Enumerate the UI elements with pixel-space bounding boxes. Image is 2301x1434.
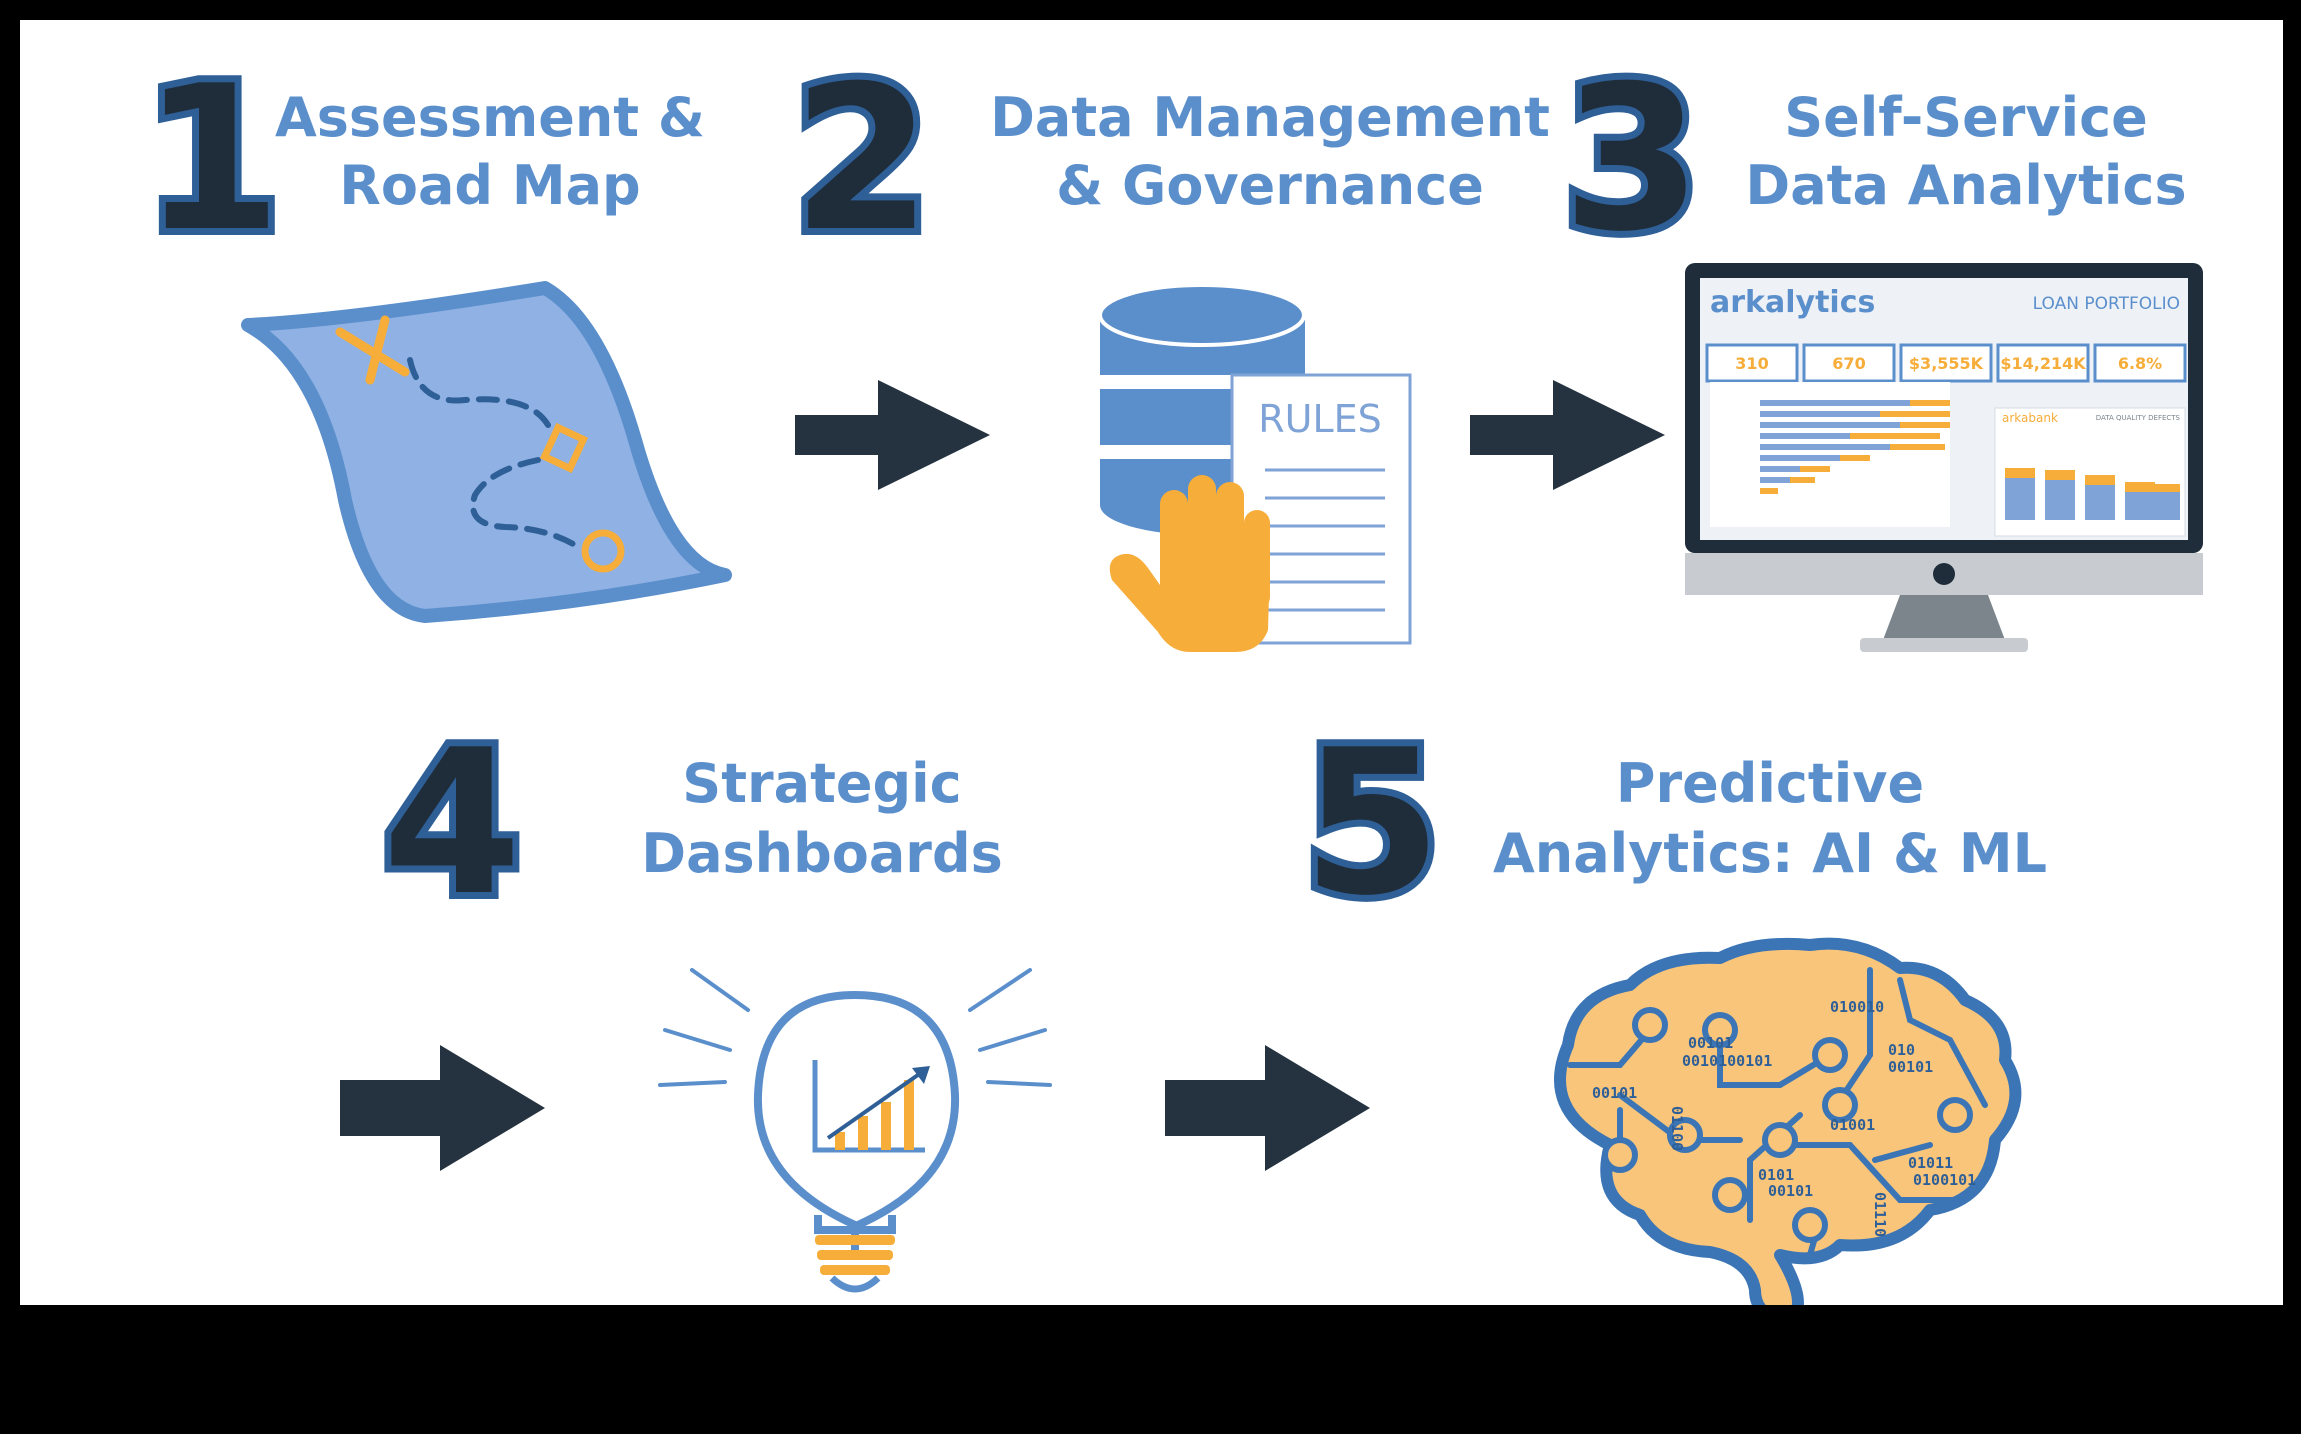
brain-code: 00101 (1688, 1034, 1733, 1052)
dashboard-bar-chart (1760, 400, 1950, 494)
dashboard-brand: arkalytics (1710, 285, 1875, 320)
step-5-title-line1: Predictive (1616, 752, 1924, 815)
brain-code: 00101 (1592, 1084, 1637, 1102)
kpi-value: $14,214K (2000, 354, 2086, 373)
brain-code: 010010 (1830, 998, 1884, 1016)
step-1-title-line1: Assessment & (275, 86, 705, 149)
step-4-number: 4 (382, 707, 521, 940)
brain-code: 01001 (1830, 1116, 1875, 1134)
step-4: 4 Strategic Dashboards (375, 700, 1002, 947)
arrow-right-icon (795, 380, 990, 490)
kpi-value: $3,555K (1909, 354, 1984, 373)
step-4-title-line1: Strategic (682, 752, 961, 815)
arrow-right-icon (1470, 380, 1665, 490)
kpi-value: 6.8% (2118, 354, 2162, 373)
inset-title: DATA QUALITY DEFECTS (2096, 414, 2181, 422)
kpi-value: 310 (1735, 354, 1768, 373)
infographic-panel: 1 Assessment & Road Map 2 Data Managemen… (20, 20, 2283, 1305)
kpi-tile (1802, 343, 1896, 383)
growth-chart-icon (812, 1060, 930, 1153)
brain-code: 00101 (1768, 1182, 1813, 1200)
step-5-title-line2: Analytics: AI & ML (1493, 822, 2047, 885)
step-3-number: 3 (1562, 43, 1701, 276)
step-5: 5 Predictive Analytics: AI & ML (1295, 700, 2047, 947)
arrow-right-icon (1165, 1045, 1370, 1171)
kpi-tile (2093, 343, 2187, 383)
step-5-number: 5 (1302, 707, 1441, 940)
step-2-number: 2 (792, 43, 931, 276)
database-rules-icon: RULES (1098, 283, 1412, 652)
brain-code: 0101 (1758, 1166, 1794, 1184)
step-2: 2 Data Management & Governance (785, 36, 1550, 283)
arrow-right-icon (340, 1045, 545, 1171)
inset-brand: arkabank (2002, 411, 2058, 425)
kpi-row: 310 670 $3,555K $14,214K 6.8% (1705, 343, 2187, 383)
step-1-title-line2: Road Map (339, 154, 640, 217)
step-1-number: 1 (142, 43, 281, 276)
kpi-value: 670 (1832, 354, 1865, 373)
lightbulb-chart-icon (658, 968, 1052, 1293)
step-3-title-line2: Data Analytics (1745, 154, 2186, 217)
process-diagram: 1 Assessment & Road Map 2 Data Managemen… (135, 36, 2203, 1305)
hand-icon (1109, 475, 1270, 652)
step-1: 1 Assessment & Road Map (135, 36, 705, 283)
brain-code: 0010100101 (1682, 1052, 1772, 1070)
treasure-map-icon (241, 281, 732, 623)
dashboard-title: LOAN PORTFOLIO (2033, 294, 2180, 314)
brain-code: 010 (1888, 1041, 1915, 1059)
step-2-title-line1: Data Management (990, 86, 1550, 149)
brain-code: 01110 (1871, 1192, 1889, 1237)
brain-code: 00101 (1888, 1058, 1933, 1076)
kpi-tile (1705, 343, 1799, 383)
kpi-tile (1899, 343, 1993, 383)
step-2-title-line2: & Governance (1056, 154, 1484, 217)
brain-code: 01100 (1668, 1106, 1686, 1151)
monitor-dashboard-icon: arkalytics LOAN PORTFOLIO 310 670 $3,555K $… (1685, 263, 2203, 652)
kpi-tile (1996, 343, 2090, 383)
step-3: 3 Self-Service Data Analytics (1555, 36, 2186, 283)
rules-label: RULES (1258, 397, 1382, 441)
brain-code: 01011 (1908, 1154, 1953, 1172)
step-4-title-line2: Dashboards (641, 822, 1002, 885)
circuit-brain-icon: 010010 00101 0010100101 010 00101 00101 … (1554, 937, 2022, 1305)
inset-column-chart (2005, 468, 2180, 520)
brain-code: 0100101 (1913, 1171, 1976, 1189)
step-3-title-line1: Self-Service (1784, 86, 2147, 149)
